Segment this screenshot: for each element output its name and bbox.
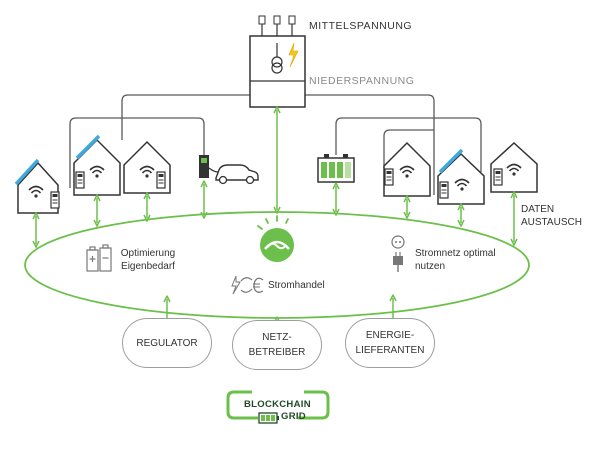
trading-icon (231, 275, 264, 295)
grid-operator-node: NETZ- BETREIBER (232, 320, 322, 370)
data-exchange-label: DATEN AUSTAUSCH (521, 203, 582, 229)
grid-optimal-line-1: Stromnetz optimal (415, 248, 496, 259)
energy-token-logo (257, 215, 294, 262)
grid-operator-line-2: BETREIBER (248, 347, 306, 358)
blockchain-grid-logo (226, 390, 330, 424)
energy-trading-label: Stromhandel (268, 280, 325, 291)
power-grid-lines (69, 94, 482, 195)
data-arrows (36, 110, 514, 330)
self-consumption-label: Optimierung Eigenbedarf (113, 247, 183, 273)
logo-text-grid: GRID (281, 411, 306, 422)
low-voltage-label: NIEDERSPANNUNG (309, 75, 415, 87)
ev-charging-station (199, 155, 259, 185)
house-5 (437, 148, 485, 205)
battery-storage (317, 154, 355, 183)
energy-supplier-node: ENERGIE- LIEFERANTEN (345, 318, 435, 368)
house-6 (490, 141, 538, 193)
energy-supplier-line-1: ENERGIE- (365, 330, 415, 341)
medium-voltage-label: MITTELSPANNUNG (309, 20, 413, 32)
grid-operator-line-1: NETZ- (262, 332, 292, 343)
battery-optimization-icon (86, 244, 112, 272)
self-consumption-line-2: Eigenbedarf (121, 261, 175, 272)
house-4 (383, 141, 431, 197)
house-3 (123, 140, 171, 194)
house-2 (73, 134, 121, 196)
grid-optimal-line-2: nutzen (415, 261, 446, 272)
socket-plug-icon (391, 235, 405, 272)
regulator-label: REGULATOR (136, 337, 198, 349)
house-1 (14, 158, 60, 214)
self-consumption-line-1: Optimierung (120, 248, 176, 259)
data-exchange-line-2: AUSTAUSCH (521, 217, 582, 228)
data-exchange-line-1: DATEN (521, 204, 555, 215)
logo-text-blockchain: BLOCKCHAIN (244, 399, 311, 410)
grid-optimal-label: Stromnetz optimal nutzen (415, 247, 496, 273)
regulator-node: REGULATOR (122, 318, 212, 368)
energy-supplier-line-2: LIEFERANTEN (355, 345, 425, 356)
transformer-station (249, 15, 306, 108)
